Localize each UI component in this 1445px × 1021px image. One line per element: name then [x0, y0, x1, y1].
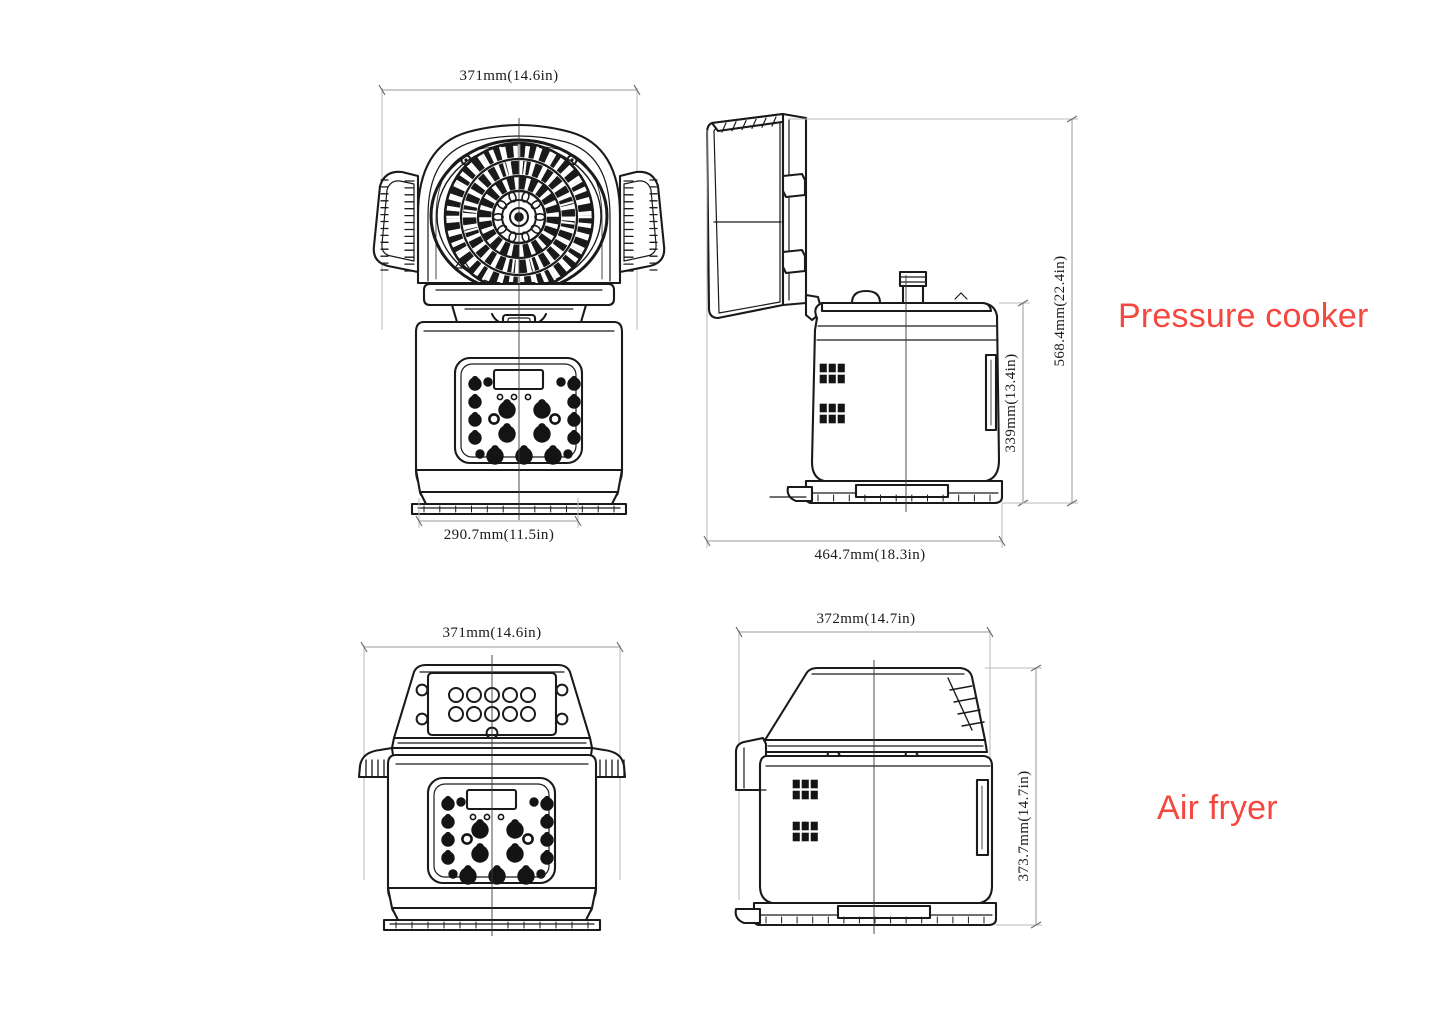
- dim-pc-front-base-width: 290.7mm(11.5in): [415, 498, 582, 543]
- dim-label-pc-side-body-height: 339mm(13.4in): [1003, 354, 1019, 453]
- lid-vent-holes: [415, 683, 569, 740]
- base-foot-ticks-af: [395, 921, 589, 929]
- base-foot-ticks-side: [817, 494, 991, 502]
- lid-vent-slots: [721, 116, 777, 133]
- dim-label-pc-front-base-width: 290.7mm(11.5in): [444, 527, 554, 543]
- dim-pc-side-body-height: 339mm(13.4in): [999, 299, 1030, 507]
- dim-label-af-side-height: 373.7mm(14.7in): [1016, 771, 1032, 882]
- dim-pc-side-total-height: 568.4mm(22.4in): [789, 115, 1078, 507]
- view-air-fryer-front: 371mm(14.6in): [357, 625, 627, 936]
- dim-pc-front-width-top: 371mm(14.6in): [378, 68, 641, 330]
- body-vent-slots-af: [792, 779, 818, 842]
- handle-texture-right: [623, 179, 658, 272]
- dim-pc-side-depth: 464.7mm(18.3in): [703, 130, 1006, 563]
- annotation-air-fryer: Air fryer: [1157, 789, 1278, 827]
- base-foot-ticks-af-side: [765, 916, 985, 924]
- dim-af-front-width: 371mm(14.6in): [360, 625, 624, 880]
- dim-label-pc-front-width-top: 371mm(14.6in): [460, 68, 559, 84]
- view-pressure-cooker-side: 464.7mm(18.3in) 339mm(13.4in) 568.4mm(22…: [703, 112, 1078, 563]
- view-air-fryer-side: 372mm(14.7in): [734, 611, 1042, 934]
- dim-label-pc-side-total-height: 568.4mm(22.4in): [1052, 256, 1068, 367]
- control-panel-air-fryer[interactable]: [426, 776, 557, 885]
- rear-vent-steps: [947, 677, 985, 731]
- dim-label-af-front-width: 371mm(14.6in): [443, 625, 542, 641]
- body-vent-slots: [819, 363, 845, 424]
- dim-af-side-height: 373.7mm(14.7in): [985, 664, 1042, 929]
- dim-label-af-side-depth: 372mm(14.7in): [817, 611, 916, 627]
- handle-texture-left: [380, 179, 415, 272]
- flare-texture-right: [599, 759, 625, 778]
- view-pressure-cooker-front: 371mm(14.6in): [372, 68, 666, 543]
- control-panel-pressure-cooker[interactable]: [453, 356, 584, 465]
- dim-label-pc-side-depth: 464.7mm(18.3in): [815, 547, 926, 563]
- annotation-pressure-cooker: Pressure cooker: [1118, 297, 1369, 335]
